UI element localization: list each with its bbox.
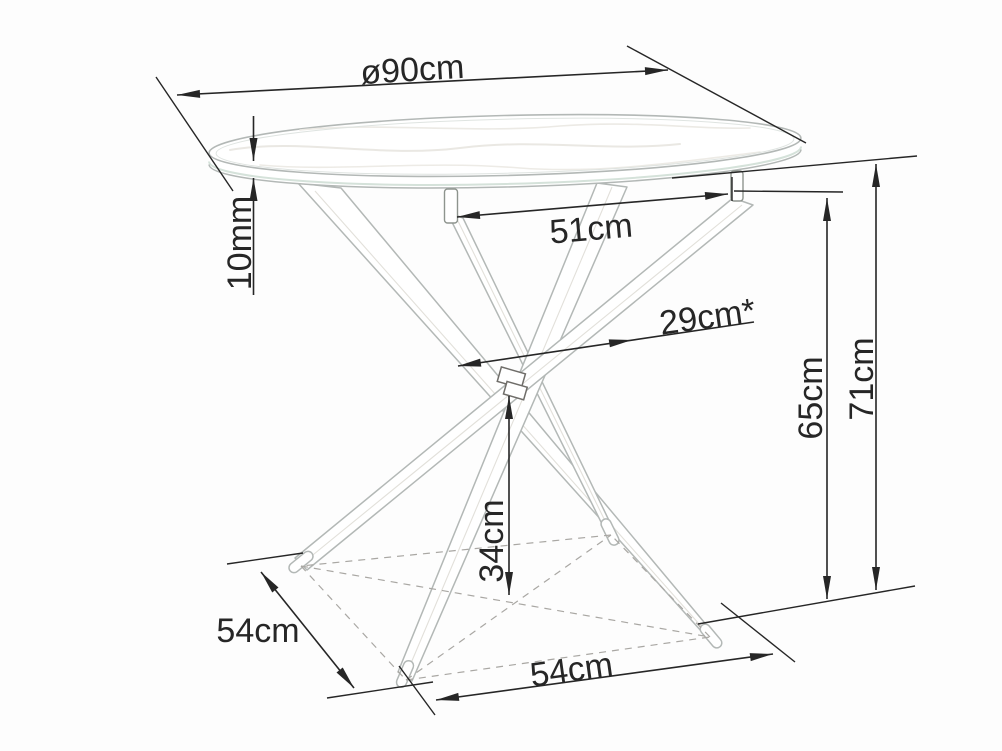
leg-back-to-front-foot xyxy=(397,182,628,682)
dimension-underside-height: 65cm xyxy=(733,190,844,599)
dimension-base-left: 54cm xyxy=(216,552,434,699)
extension-line xyxy=(326,681,434,699)
right-leg-bracket xyxy=(730,170,744,202)
dimension-line xyxy=(176,67,669,98)
footprint-diagonal-lr xyxy=(300,565,711,638)
extension-line xyxy=(720,602,796,663)
leg-crossing-bracket xyxy=(496,366,529,401)
dimension-diameter: ø90cm xyxy=(155,45,807,192)
extension-line xyxy=(697,585,916,625)
dimension-total-height: 71cm xyxy=(671,155,918,625)
footprint-edge-right-back xyxy=(610,534,711,638)
glass-bevel-line xyxy=(215,117,795,175)
extension-line xyxy=(671,155,918,179)
dimension-line xyxy=(456,191,729,220)
glass-tint-line xyxy=(208,146,803,186)
offset-label: 29cm* xyxy=(657,292,758,343)
extension-line xyxy=(626,45,807,144)
tabletop-glass xyxy=(208,110,803,189)
footprint-edge-left-front xyxy=(300,565,407,681)
extension-line xyxy=(226,552,304,565)
diameter-label: ø90cm xyxy=(359,48,465,92)
front-leg-bracket xyxy=(443,188,459,224)
dimension-line xyxy=(435,653,774,701)
dimension-line xyxy=(457,321,755,367)
extension-line xyxy=(155,76,234,192)
table-base-legs xyxy=(288,182,754,689)
total-height-label: 71cm xyxy=(843,337,881,420)
base-side-left-label: 54cm xyxy=(216,612,299,650)
dimension-line xyxy=(260,571,355,689)
dimension-crossing-height: 34cm xyxy=(473,396,513,595)
extension-line xyxy=(733,190,844,193)
base-side-front-label: 54cm xyxy=(528,646,616,695)
foot-right xyxy=(699,623,723,649)
dimension-top-span: 51cm xyxy=(456,177,733,252)
dimension-glass-thickness: 10mm xyxy=(221,116,259,295)
glass-bottom-rim xyxy=(208,149,802,189)
glass-thickness-label: 10mm xyxy=(221,196,259,290)
foot-left xyxy=(288,550,314,574)
crossing-height-label: 34cm xyxy=(473,499,511,582)
extension-line xyxy=(398,665,436,716)
leg-right-to-left-foot xyxy=(294,197,754,571)
mid-arrowhead xyxy=(608,339,632,348)
underside-height-label: 65cm xyxy=(792,356,830,439)
top-span-label: 51cm xyxy=(548,206,634,251)
foot-back xyxy=(600,518,620,546)
dimension-base-front: 54cm xyxy=(398,602,796,716)
